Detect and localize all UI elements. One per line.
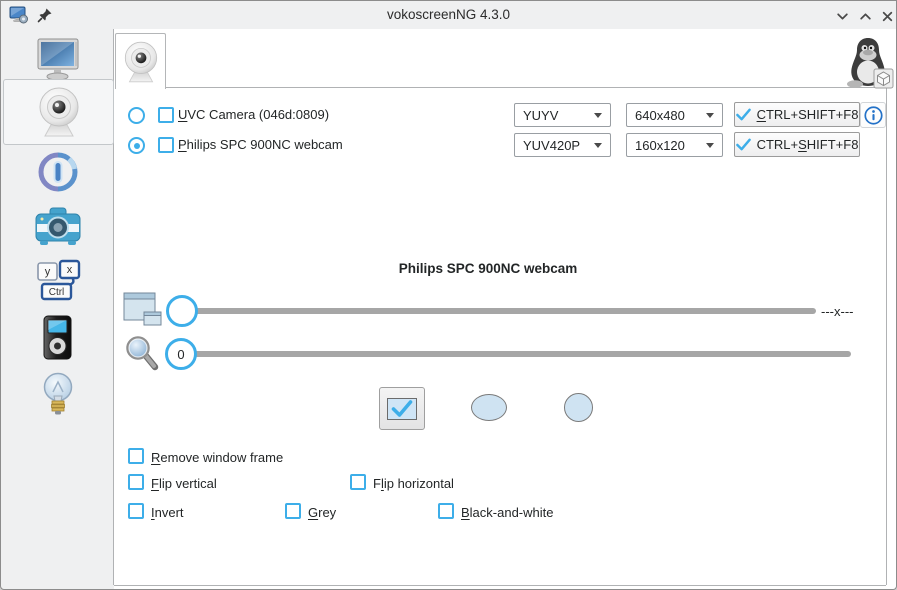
philips-shortcut-button[interactable]: CTRL+SHIFT+F8 bbox=[734, 132, 860, 157]
radio-philips-camera[interactable] bbox=[128, 137, 145, 154]
flip-vertical-label[interactable]: Flip vertical bbox=[151, 476, 217, 491]
chevron-down-icon bbox=[594, 113, 602, 118]
preview-title: Philips SPC 900NC webcam bbox=[398, 261, 578, 276]
hotkeys-icon: y x Ctrl bbox=[36, 259, 80, 301]
sidebar-separator bbox=[113, 29, 114, 585]
svg-text:x: x bbox=[66, 264, 72, 276]
checkbox-flip-horizontal[interactable] bbox=[350, 474, 366, 490]
pane-right-border bbox=[886, 87, 887, 585]
minimize-button[interactable] bbox=[834, 8, 850, 24]
tab-webcam[interactable] bbox=[115, 33, 166, 89]
webcam-tab-icon bbox=[124, 41, 157, 82]
sidebar-item-screencast[interactable] bbox=[3, 33, 112, 87]
pane-bottom-border bbox=[114, 585, 886, 586]
info-icon bbox=[863, 105, 883, 125]
size-slider-track[interactable] bbox=[181, 308, 816, 314]
invert-label[interactable]: Invert bbox=[151, 505, 184, 520]
uvc-shortcut-button[interactable]: CTRL+SHIFT+F8 bbox=[734, 102, 860, 127]
black-and-white-label[interactable]: Black-and-white bbox=[461, 505, 554, 520]
flip-horizontal-label[interactable]: Flip horizontal bbox=[373, 476, 454, 491]
app-menu-icon[interactable] bbox=[9, 5, 29, 25]
webcam-icon bbox=[39, 87, 78, 137]
sidebar-item-player[interactable] bbox=[3, 313, 112, 365]
check-icon bbox=[391, 400, 413, 417]
chevron-down-icon bbox=[594, 143, 602, 148]
check-icon bbox=[735, 108, 751, 121]
size-slider-value: ---x--- bbox=[821, 304, 854, 319]
uvc-format-select[interactable]: YUYV bbox=[514, 103, 611, 127]
checkbox-flip-vertical[interactable] bbox=[128, 474, 144, 490]
shape-circle-button[interactable] bbox=[564, 393, 593, 422]
resize-window-icon bbox=[123, 289, 165, 329]
philips-resolution-select[interactable]: 160x120 bbox=[626, 133, 723, 157]
magnifier-icon bbox=[122, 333, 160, 373]
check-icon bbox=[735, 138, 751, 151]
checkbox-uvc-camera[interactable] bbox=[158, 107, 174, 123]
checkbox-black-and-white[interactable] bbox=[438, 503, 454, 519]
checkbox-philips-camera[interactable] bbox=[158, 137, 174, 153]
maximize-button[interactable] bbox=[857, 8, 873, 24]
shape-ellipse-button[interactable] bbox=[471, 394, 507, 421]
grey-label[interactable]: Grey bbox=[308, 505, 337, 520]
camera-icon bbox=[35, 207, 80, 245]
chevron-down-icon bbox=[706, 113, 714, 118]
sidebar-item-countdown[interactable] bbox=[3, 147, 112, 197]
pin-icon[interactable] bbox=[37, 7, 53, 23]
sidebar-item-screenshot[interactable] bbox=[3, 201, 112, 251]
philips-camera-label[interactable]: Philips SPC 900NC webcam bbox=[178, 137, 343, 152]
chevron-down-icon bbox=[706, 143, 714, 148]
info-button[interactable] bbox=[860, 102, 886, 128]
tabbar-line bbox=[164, 87, 886, 88]
remove-window-frame-label[interactable]: Remove window frame bbox=[151, 450, 284, 465]
window-title: vokoscreenNG 4.3.0 bbox=[386, 7, 511, 22]
size-slider-handle[interactable] bbox=[166, 295, 198, 327]
checkbox-remove-window-frame[interactable] bbox=[128, 448, 144, 464]
radio-uvc-camera[interactable] bbox=[128, 107, 145, 124]
zoom-slider-handle[interactable]: 0 bbox=[165, 338, 197, 370]
uvc-camera-label[interactable]: UVC Camera (046d:0809) bbox=[178, 107, 330, 122]
sidebar-item-shortcuts[interactable]: y x Ctrl bbox=[3, 255, 112, 307]
philips-format-select[interactable]: YUV420P bbox=[514, 133, 611, 157]
uvc-resolution-select[interactable]: 640x480 bbox=[626, 103, 723, 127]
svg-text:y: y bbox=[44, 266, 50, 278]
sidebar-item-webcam[interactable] bbox=[3, 79, 114, 145]
shape-rectangle-button[interactable] bbox=[379, 387, 425, 430]
media-player-icon bbox=[43, 315, 71, 360]
titlebar: vokoscreenNG 4.3.0 bbox=[1, 1, 896, 29]
countdown-icon bbox=[38, 152, 77, 192]
lightbulb-icon bbox=[43, 372, 72, 415]
monitor-icon bbox=[37, 38, 78, 81]
checkbox-invert[interactable] bbox=[128, 503, 144, 519]
checkbox-grey[interactable] bbox=[285, 503, 301, 519]
sidebar-item-help[interactable] bbox=[3, 369, 112, 421]
tux-penguin-logo bbox=[841, 35, 895, 91]
zoom-slider-track[interactable] bbox=[181, 351, 851, 357]
svg-text:Ctrl: Ctrl bbox=[48, 287, 64, 298]
close-button[interactable] bbox=[879, 8, 895, 24]
